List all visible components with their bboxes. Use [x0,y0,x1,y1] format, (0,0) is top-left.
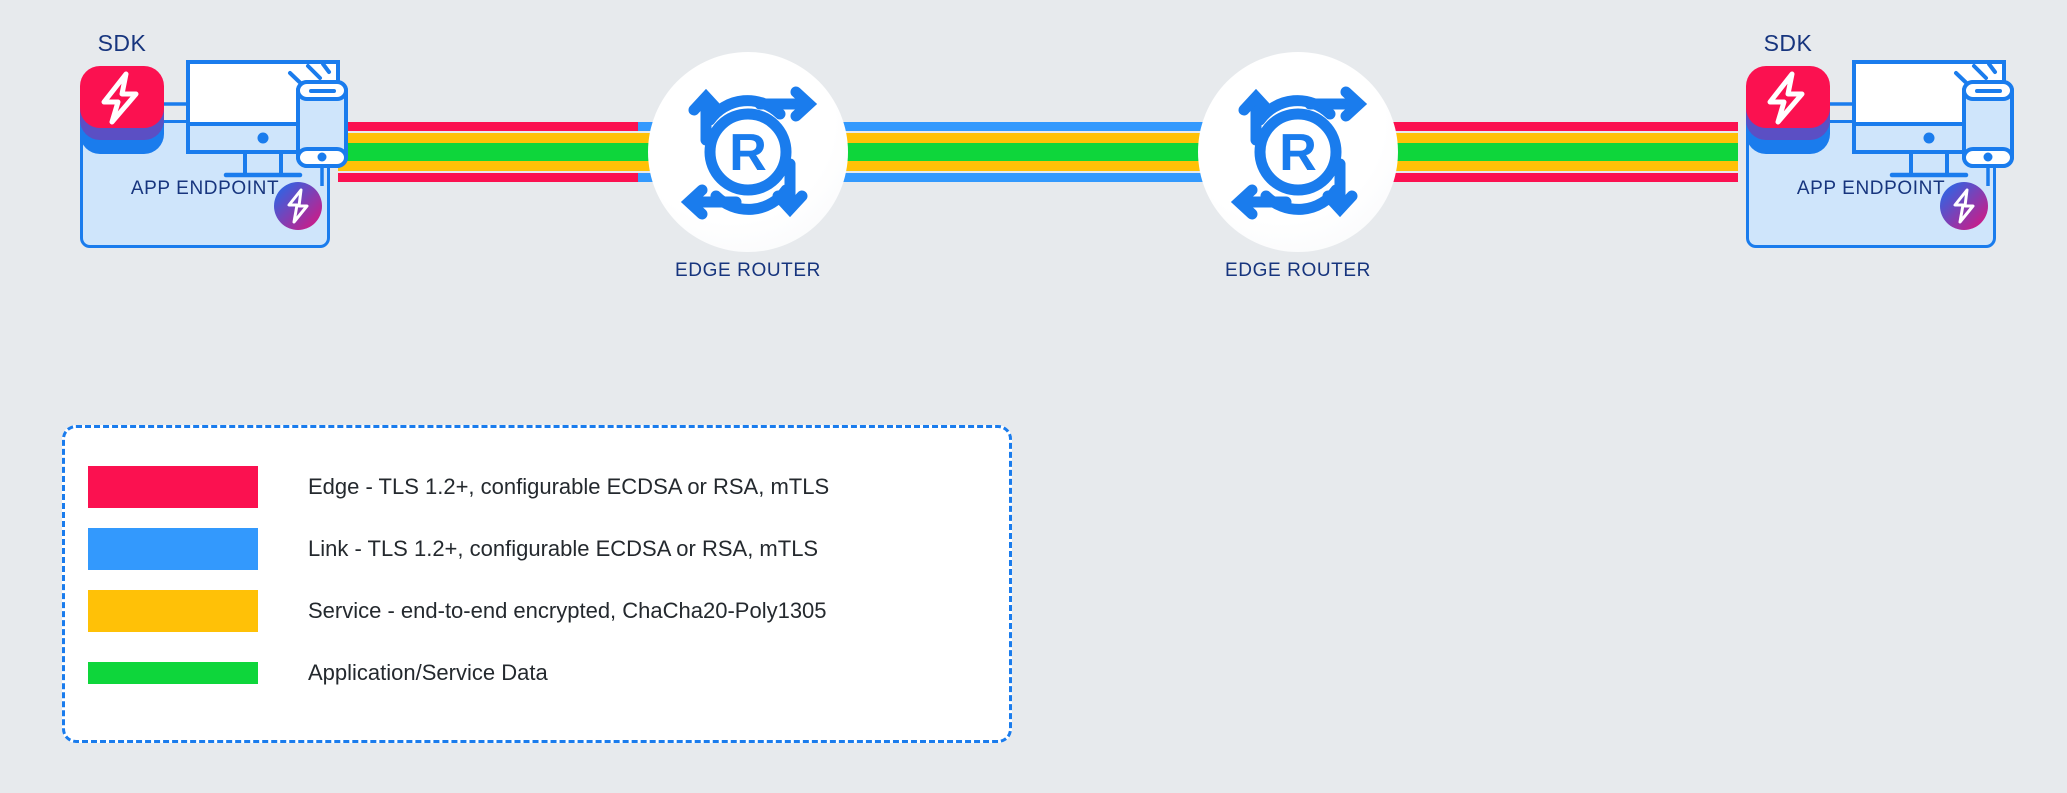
svg-text:R: R [1279,124,1317,182]
ziti-bolt-badge-icon [1940,182,1988,230]
app-endpoint-right[interactable]: SDK [1728,30,2028,260]
app-endpoint-label-left: APP ENDPOINT [130,178,280,199]
band-link [638,172,1298,182]
router-disc [1198,52,1398,252]
band-data [338,142,658,162]
edge-router-icon: R [648,52,848,252]
band-gap [1278,171,1738,173]
band-link [638,122,1298,132]
legend-swatch-service [88,590,258,632]
legend-swatch-data [88,662,258,684]
legend-item-edge: Edge - TLS 1.2+, configurable ECDSA or R… [65,456,1009,518]
band-edge [338,122,658,132]
edge-router-icon: R [1198,52,1398,252]
edge-router-right[interactable]: R EDGE ROUTER [1198,52,1398,281]
edge-router-label-left: EDGE ROUTER [675,260,821,281]
app-endpoint-label-right: APP ENDPOINT [1796,178,1946,199]
band-service [638,132,1298,143]
band-edge [1278,122,1738,132]
legend-label-edge: Edge - TLS 1.2+, configurable ECDSA or R… [308,474,830,499]
legend-item-link: Link - TLS 1.2+, configurable ECDSA or R… [65,518,1009,580]
ziti-sdk-stack-icon [1736,60,1840,164]
band-edge [338,172,658,182]
band-gap [1278,131,1738,133]
band-service [338,161,658,172]
legend-label-link: Link - TLS 1.2+, configurable ECDSA or R… [308,536,819,561]
legend-swatch-link [88,528,258,570]
ziti-bolt-badge-icon [274,182,322,230]
legend-item-service: Service - end-to-end encrypted, ChaCha20… [65,580,1009,642]
edge-router-left[interactable]: R EDGE ROUTER [648,52,848,281]
svg-text:R: R [729,124,767,182]
ziti-sdk-stack-icon [70,60,174,164]
band-gap [338,171,658,173]
legend-panel: Edge - TLS 1.2+, configurable ECDSA or R… [62,425,1012,743]
desktop-and-mobile-icon [150,56,350,186]
legend-label-service: Service - end-to-end encrypted, ChaCha20… [308,598,827,623]
router-disc [648,52,848,252]
cable-endpoint-left-to-router-left [338,122,658,182]
band-service [338,132,658,143]
band-service [1278,132,1738,143]
band-gap [338,131,658,133]
band-service [638,161,1298,172]
band-gap [638,131,1298,133]
legend-item-data: Application/Service Data [65,642,1009,704]
band-gap [638,171,1298,173]
sdk-label-left: SDK [97,30,147,56]
sdk-label-right: SDK [1763,30,1813,56]
edge-router-label-right: EDGE ROUTER [1225,260,1371,281]
band-edge [1278,172,1738,182]
band-service [1278,161,1738,172]
legend-swatch-edge [88,466,258,508]
legend-label-data: Application/Service Data [308,660,548,685]
app-endpoint-left[interactable]: SDK [62,30,362,260]
desktop-and-mobile-icon [1816,56,2016,186]
